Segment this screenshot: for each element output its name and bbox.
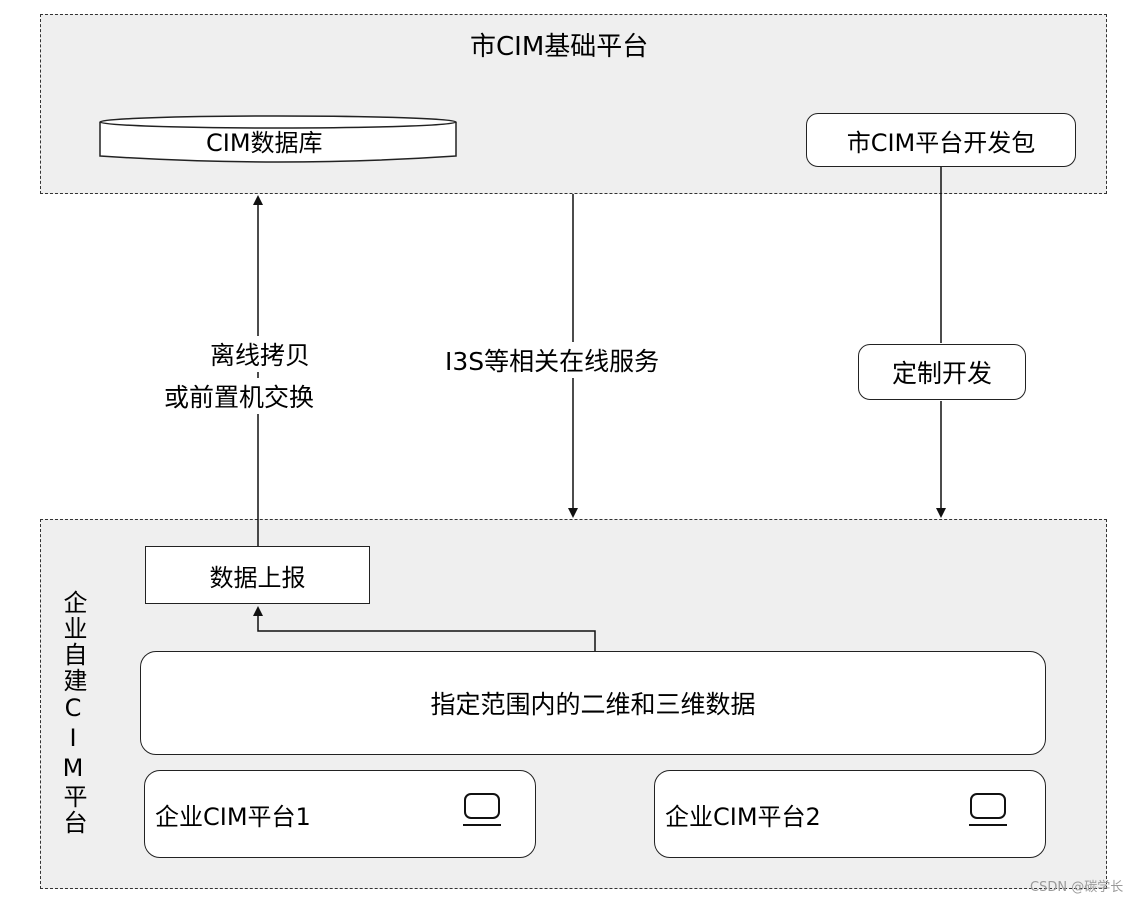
enterprise-cim-platform-1: 企业CIM平台1 (144, 770, 536, 858)
offline-copy-label-line1: 离线拷贝 (208, 336, 313, 372)
cim-database-label: CIM数据库 (206, 129, 323, 157)
data-scope-label: 指定范围内的二维和三维数据 (430, 690, 756, 719)
data-report-box: 数据上报 (145, 546, 370, 604)
city-cim-platform-title: 市CIM基础平台 (470, 32, 649, 62)
monitor-icon (463, 793, 501, 826)
offline-copy-label-line2: 或前置机交换 (162, 378, 317, 414)
enterprise-cim-platform-2: 企业CIM平台2 (654, 770, 1046, 858)
watermark: CSDN @碳学长 (1030, 880, 1124, 895)
enterprise-cim-platform-2-label: 企业CIM平台2 (665, 802, 821, 831)
online-services-label: I3S等相关在线服务 (443, 342, 662, 378)
city-cim-dev-kit-box: 市CIM平台开发包 (806, 113, 1076, 167)
custom-development-label: 定制开发 (891, 359, 992, 388)
custom-development-box: 定制开发 (858, 344, 1026, 400)
cim-database-shape (99, 115, 457, 163)
city-cim-dev-kit-label: 市CIM平台开发包 (846, 128, 1036, 157)
monitor-icon (969, 793, 1007, 826)
enterprise-cim-platform-1-label: 企业CIM平台1 (155, 802, 311, 831)
data-report-label: 数据上报 (209, 563, 306, 592)
data-scope-box: 指定范围内的二维和三维数据 (140, 651, 1046, 755)
enterprise-cim-platform-title: 企业自建CIM平台 (59, 590, 87, 836)
